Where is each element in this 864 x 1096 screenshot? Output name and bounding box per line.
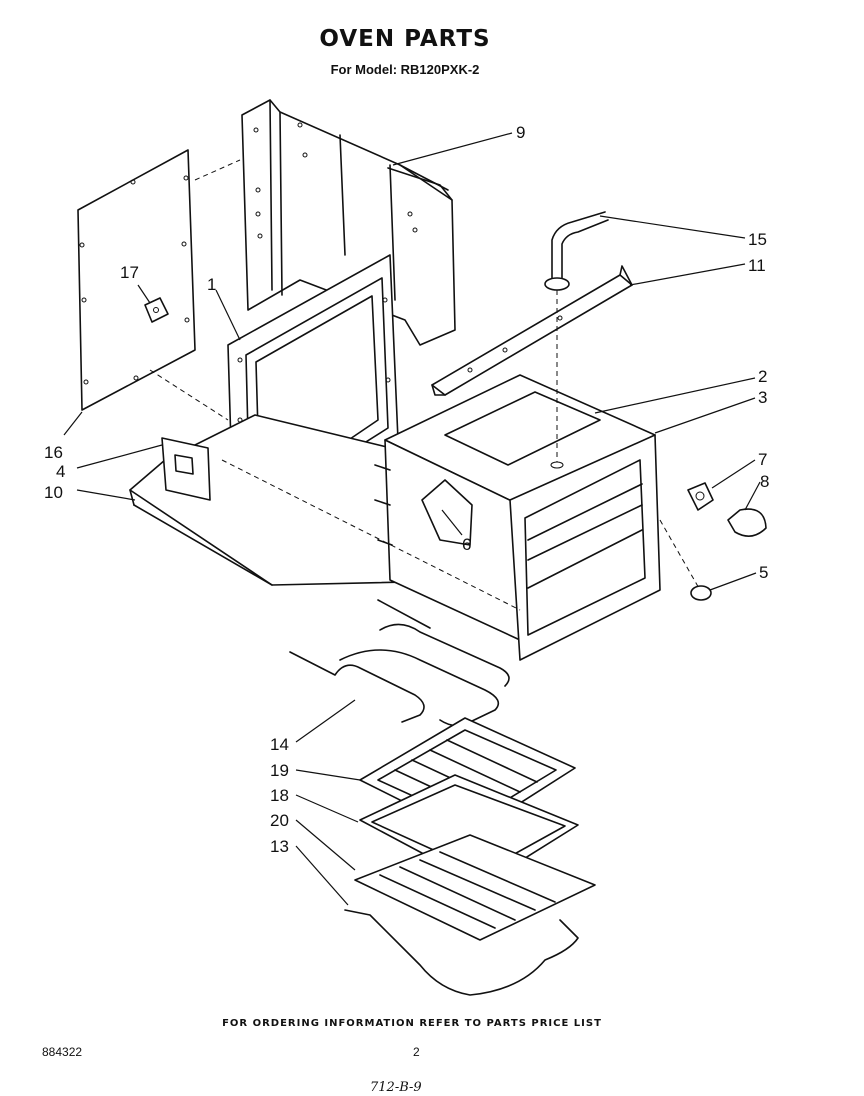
callout-11: 11 [748,256,766,275]
callout-5: 5 [759,563,768,582]
hole-plug [690,585,712,601]
top-rail [431,265,633,396]
oven-rack [354,834,596,941]
callout-7: 7 [758,450,767,469]
lamp-socket [687,482,714,511]
callout-1: 1 [207,275,216,294]
callout-3: 3 [758,388,767,407]
model-subtitle: For Model: RB120PXK-2 [330,62,480,77]
callout-2: 2 [758,367,767,386]
side-bracket [161,437,211,501]
callout-17: 17 [120,263,139,282]
document-number: 884322 [42,1045,83,1059]
callout-18: 18 [270,786,289,805]
page-number: 2 [413,1045,420,1059]
callout-4: 4 [56,462,65,481]
lower-element [344,909,579,996]
vent-tube [544,211,609,291]
side-panel [77,149,196,411]
panel-bracket [144,297,169,323]
callout-10: 10 [44,483,63,502]
callout-16: 16 [44,443,63,462]
callout-labels: 9 15 11 17 1 2 3 16 4 10 7 8 6 5 14 19 1… [44,123,769,856]
callout-20: 20 [270,811,289,830]
page-title: OVEN PARTS [319,26,491,52]
callout-6: 6 [462,535,471,554]
alignment-lines [149,159,701,611]
oven-cavity [374,374,661,661]
callout-19: 19 [270,761,289,780]
callout-13: 13 [270,837,289,856]
handwritten-note: 712-B-9 [370,1080,422,1095]
callout-9: 9 [516,123,525,142]
callout-leaders [63,132,761,906]
callout-15: 15 [748,230,767,249]
callout-8: 8 [760,472,769,491]
lamp-bulb [727,508,767,537]
callout-14: 14 [270,735,289,754]
rear-wall [241,99,456,346]
ordering-note: FOR ORDERING INFORMATION REFER TO PARTS … [222,1018,602,1029]
